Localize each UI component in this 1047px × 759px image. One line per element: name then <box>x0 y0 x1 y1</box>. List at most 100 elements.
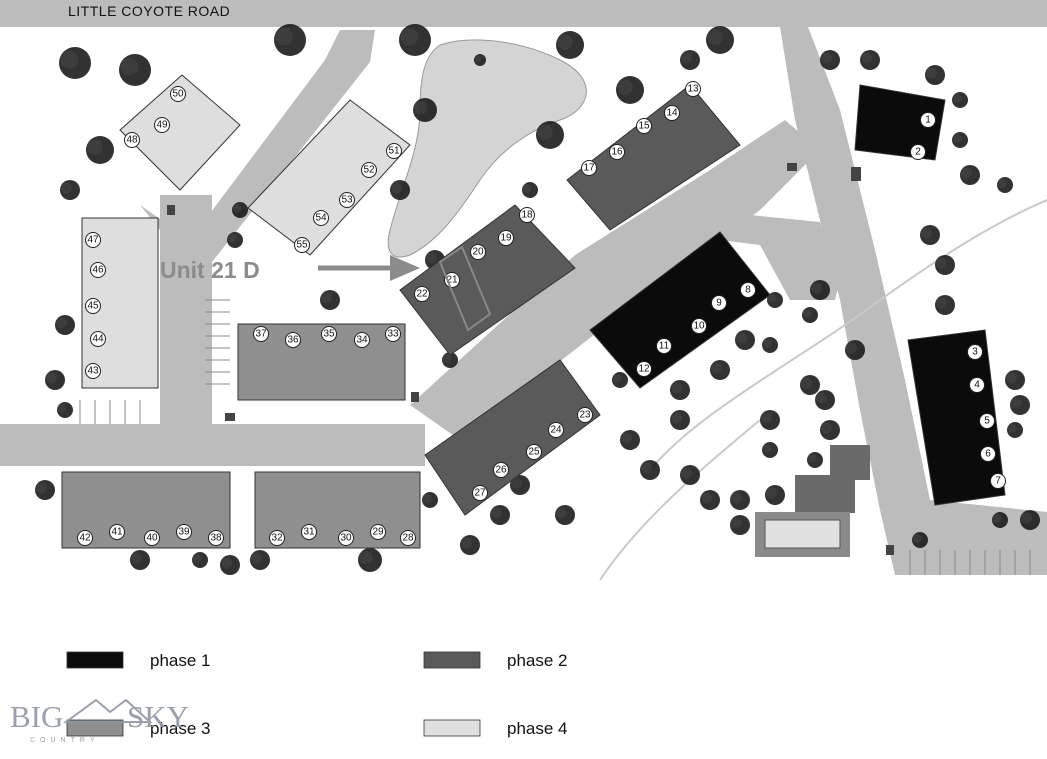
unit-marker[interactable] <box>338 530 354 546</box>
building-footprint[interactable] <box>399 204 576 356</box>
unit-marker[interactable] <box>269 530 285 546</box>
unit-number-label: 33 <box>387 329 399 340</box>
unit-marker[interactable] <box>85 298 101 314</box>
unit-marker[interactable] <box>990 473 1006 489</box>
unit-marker[interactable] <box>967 344 983 360</box>
building-footprint[interactable] <box>566 84 741 231</box>
unit-marker[interactable] <box>691 318 707 334</box>
unit-number-label: 26 <box>495 465 507 476</box>
unit-marker[interactable] <box>124 132 140 148</box>
unit-marker[interactable] <box>253 326 269 342</box>
unit-marker[interactable] <box>664 105 680 121</box>
unit-marker[interactable] <box>519 207 535 223</box>
unit-marker[interactable] <box>77 530 93 546</box>
unit-marker[interactable] <box>980 446 996 462</box>
unit-marker[interactable] <box>354 332 370 348</box>
unit-marker[interactable] <box>470 244 486 260</box>
unit-marker[interactable] <box>339 192 355 208</box>
unit-marker[interactable] <box>577 407 593 423</box>
tree-highlight <box>60 51 79 69</box>
unit-marker[interactable] <box>472 485 488 501</box>
unit-marker[interactable] <box>414 286 430 302</box>
building-footprint[interactable] <box>247 99 411 256</box>
unit-marker[interactable] <box>400 530 416 546</box>
unit-marker[interactable] <box>208 530 224 546</box>
unit-marker[interactable] <box>154 117 170 133</box>
building-footprint[interactable] <box>589 231 771 389</box>
unit-number-label: 45 <box>87 301 99 312</box>
unit-marker[interactable] <box>294 237 310 253</box>
unit-marker[interactable] <box>636 118 652 134</box>
unit-21d-callout: Unit 21 D <box>160 255 420 283</box>
unit-marker[interactable] <box>90 331 106 347</box>
legend-swatch <box>66 651 124 669</box>
unit-marker[interactable] <box>636 361 652 377</box>
unit-marker[interactable] <box>740 282 756 298</box>
tree-highlight <box>131 552 142 564</box>
unit-marker[interactable] <box>979 413 995 429</box>
unit-marker[interactable] <box>370 524 386 540</box>
unit-marker[interactable] <box>321 326 337 342</box>
unit-number-label: 1 <box>925 115 931 126</box>
building-footprint[interactable] <box>119 74 241 191</box>
unit-marker[interactable] <box>386 143 402 159</box>
tree-highlight <box>1007 424 1017 433</box>
unit-marker[interactable] <box>493 462 509 478</box>
unit-marker[interactable] <box>711 295 727 311</box>
callout-arrow-head <box>390 255 420 281</box>
unit-marker[interactable] <box>385 326 401 342</box>
unit-marker[interactable] <box>548 422 564 438</box>
tree-highlight <box>936 297 947 309</box>
unit-marker[interactable] <box>361 162 377 178</box>
unit-marker[interactable] <box>685 81 701 97</box>
unit-number-label: 46 <box>92 265 104 276</box>
unit-marker[interactable] <box>85 363 101 379</box>
unit-marker[interactable] <box>526 444 542 460</box>
tree-highlight <box>221 557 232 569</box>
unit-marker[interactable] <box>609 144 625 160</box>
building-phase1-units-1-2[interactable]: 12 <box>854 84 946 161</box>
building-footprint[interactable] <box>424 359 601 516</box>
unit-number-label: 43 <box>87 366 99 377</box>
unit-marker[interactable] <box>144 530 160 546</box>
road-name-label: LITTLE COYOTE ROAD <box>68 3 230 19</box>
tree-highlight <box>766 487 777 499</box>
tree-highlight <box>57 404 67 413</box>
unit-marker[interactable] <box>85 232 101 248</box>
unit-number-label: 28 <box>402 533 414 544</box>
unit-marker[interactable] <box>581 160 597 176</box>
unit-marker[interactable] <box>285 332 301 348</box>
tree-highlight <box>192 554 202 563</box>
building-footprint[interactable] <box>907 329 1006 506</box>
unit-marker[interactable] <box>109 524 125 540</box>
tree-highlight <box>671 382 682 394</box>
unit-marker[interactable] <box>170 86 186 102</box>
unit-marker[interactable] <box>313 210 329 226</box>
tree-highlight <box>997 179 1007 188</box>
unit-marker[interactable] <box>656 338 672 354</box>
unit-marker[interactable] <box>910 144 926 160</box>
legend-label: phase 3 <box>150 719 211 738</box>
tree-highlight <box>1011 397 1022 409</box>
utility-boxes <box>167 163 894 555</box>
unit-marker[interactable] <box>969 377 985 393</box>
unit-marker[interactable] <box>176 524 192 540</box>
unit-marker[interactable] <box>920 112 936 128</box>
building-footprint[interactable] <box>854 84 946 161</box>
unit-number-label: 40 <box>146 533 158 544</box>
unit-marker[interactable] <box>498 230 514 246</box>
unit-marker[interactable] <box>90 262 106 278</box>
unit-marker[interactable] <box>301 524 317 540</box>
